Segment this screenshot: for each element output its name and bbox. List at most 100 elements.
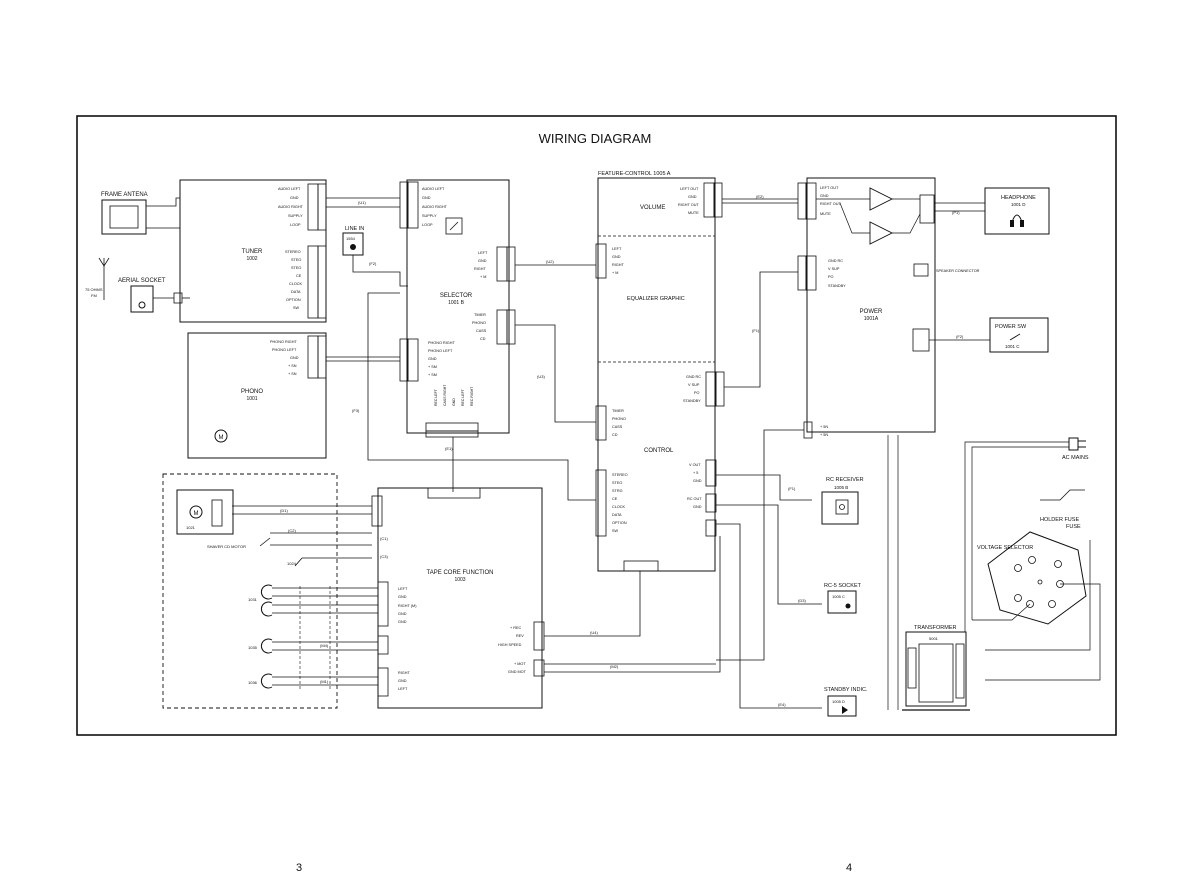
volume-connector: LEFT OUT GND RIGHT OUT MUTE <box>678 182 723 218</box>
svg-text:GND: GND <box>612 255 621 259</box>
svg-text:DATA: DATA <box>612 513 622 517</box>
svg-text:OPTION: OPTION <box>286 298 301 302</box>
svg-text:PHONO: PHONO <box>472 321 486 325</box>
svg-text:(F1): (F1) <box>752 328 760 333</box>
power-connector-mid: GND RC V SUP PO STANDBY <box>797 255 846 291</box>
svg-text:GND RC: GND RC <box>686 375 701 379</box>
tuner-connector-1: AUDIO LEFT GND AUDIO RIGHT SUPPLY LOOP <box>278 183 327 231</box>
svg-text:STRG: STRG <box>612 489 623 493</box>
svg-text:STANDBY: STANDBY <box>828 284 846 288</box>
tape-connector-3: + REC REV HIGH SPEED <box>498 621 545 651</box>
selector-connector-top: AUDIO LEFT GND AUDIO RIGHT SUPPLY LOOP <box>399 181 448 229</box>
svg-text:1021: 1021 <box>186 525 196 530</box>
selector-connector-right: LEFT GND RIGHT + M <box>474 246 516 282</box>
svg-text:M: M <box>194 511 199 517</box>
aerial-socket-jack <box>138 301 146 309</box>
svg-text:GND: GND <box>290 196 299 200</box>
svg-text:(F3): (F3) <box>352 408 360 413</box>
svg-text:1024: 1024 <box>287 561 297 566</box>
svg-text:M: M <box>219 435 224 441</box>
headphone-box <box>984 187 1050 235</box>
svg-text:REC LEFT: REC LEFT <box>461 388 465 406</box>
svg-text:SUPPLY: SUPPLY <box>422 214 437 218</box>
transformer-box <box>905 631 967 707</box>
svg-text:SUPPLY: SUPPLY <box>288 214 303 218</box>
power-label: POWER <box>860 309 883 315</box>
svg-text:REV: REV <box>516 634 524 638</box>
svg-text:PHONO LEFT: PHONO LEFT <box>428 349 453 353</box>
tuner-connector-2: STEREO STEO STEO CE CLOCK DATA OPTION SW <box>285 245 327 319</box>
tape-motor-icon: M <box>176 489 234 535</box>
aerial-symbol <box>98 257 110 300</box>
tape-deck-area <box>162 473 338 709</box>
svg-text:LEFT: LEFT <box>398 587 408 591</box>
shaver-motor-label: SHAVER CD MOTOR <box>207 544 246 549</box>
svg-text:CD: CD <box>612 433 618 437</box>
power-connector-top: LEFT OUT GND RIGHT OUT MUTE <box>797 182 841 220</box>
tape-head-icons <box>260 584 273 689</box>
svg-text:+ SM: + SM <box>428 373 437 377</box>
svg-text:(D1): (D1) <box>280 508 288 513</box>
svg-text:(F2): (F2) <box>369 261 377 266</box>
svg-text:CD: CD <box>480 337 486 341</box>
svg-text:(P1): (P1) <box>952 210 960 215</box>
line-in-jack <box>350 244 356 250</box>
power-connector-bottom: + 5N + 5N <box>803 421 828 439</box>
svg-text:RIGHT: RIGHT <box>474 267 486 271</box>
line-in-label: LINE IN <box>345 226 364 232</box>
svg-text:LEFT: LEFT <box>612 247 622 251</box>
svg-text:RIGHT OUT: RIGHT OUT <box>678 203 699 207</box>
svg-text:(E4): (E4) <box>778 702 786 707</box>
rc5-socket-id: 1005 C <box>832 594 845 599</box>
svg-text:LOOP: LOOP <box>290 223 301 227</box>
svg-text:LEFT: LEFT <box>398 687 408 691</box>
svg-text:PHONO LEFT: PHONO LEFT <box>272 348 297 352</box>
svg-text:(M1): (M1) <box>320 679 329 684</box>
svg-text:STEREO: STEREO <box>612 473 628 477</box>
selector-box <box>406 179 510 434</box>
svg-text:AUDIO RIGHT: AUDIO RIGHT <box>278 205 304 209</box>
diagram-title: WIRING DIAGRAM <box>539 131 652 146</box>
headphone-id: 1001 D <box>1011 202 1026 207</box>
svg-text:GND: GND <box>422 196 431 200</box>
svg-text:(U3): (U3) <box>537 374 545 379</box>
svg-text:CASS RIGHT: CASS RIGHT <box>443 384 447 406</box>
selector-id: 1001 B <box>448 300 465 306</box>
power-sw-id: 1001 C <box>1005 344 1020 349</box>
svg-text:(U4): (U4) <box>590 630 598 635</box>
svg-text:+ 5: + 5 <box>693 471 698 475</box>
svg-text:+ MOT: + MOT <box>514 662 526 666</box>
svg-text:RIGHT: RIGHT <box>398 671 410 675</box>
fuse-symbol <box>1040 489 1085 501</box>
selector-connector-bottom: REC LEFT CASS RIGHT GND REC LEFT REC RIG… <box>425 384 479 438</box>
rc-receiver-id: 1005 B <box>834 485 848 490</box>
ac-mains-label: AC MAINS <box>1062 455 1089 461</box>
svg-text:LOOP: LOOP <box>422 223 433 227</box>
svg-text:V SUP: V SUP <box>688 383 700 387</box>
standby-id: 1005 D <box>832 699 845 704</box>
control-connector-left: TIMER PHONO CASS CD <box>595 405 626 441</box>
tape-core-id: 1003 <box>454 577 465 583</box>
selector-label: SELECTOR <box>440 293 473 299</box>
tape-connector-1: LEFT GND RIGHT (M) GND GND <box>377 581 417 627</box>
tape-connector-4: + MOT GND MOT <box>508 659 545 677</box>
standby-indic-label: STANDBY INDIC. <box>824 687 868 693</box>
voltage-selector-terminals <box>1014 556 1064 608</box>
phono-label: PHONO <box>241 389 263 395</box>
speaker-connector-label: SPEAKER CONNECTOR <box>936 269 980 273</box>
equalizer-label: EQUALIZER GRAPHIC <box>627 296 685 302</box>
svg-text:TIMER: TIMER <box>612 409 624 413</box>
svg-text:REC RIGHT: REC RIGHT <box>470 386 474 406</box>
phono-motor-icon: M <box>214 429 228 443</box>
rc-receiver-label: RC RECEIVER <box>826 477 864 483</box>
svg-text:TIMER: TIMER <box>474 313 486 317</box>
svg-text:+ 5N: + 5N <box>820 433 828 437</box>
svg-text:GND: GND <box>452 398 456 406</box>
svg-text:PHONO RIGHT: PHONO RIGHT <box>428 341 455 345</box>
aerial-75ohm: 75 OHMS <box>85 287 103 292</box>
led-icon <box>842 706 848 714</box>
svg-text:STEO: STEO <box>612 481 622 485</box>
tuner-label: TUNER <box>242 249 263 255</box>
eq-connector: LEFT GND RIGHT + M <box>595 243 624 279</box>
feature-control-label: FEATURE-CONTROL 1005 A <box>598 171 671 177</box>
